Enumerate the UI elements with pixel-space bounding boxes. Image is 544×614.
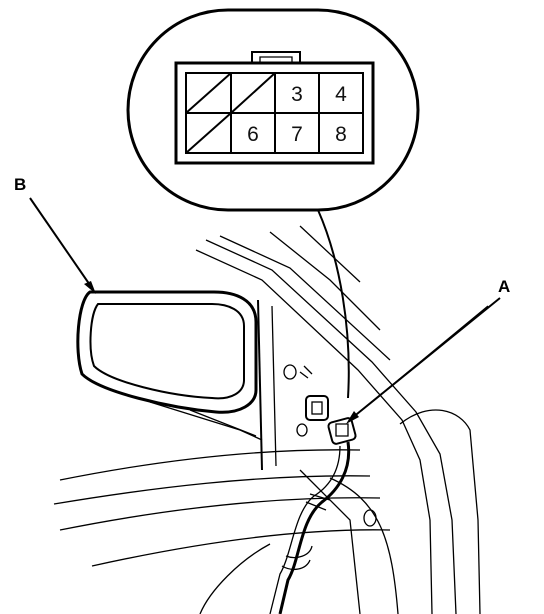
pin-8-label: 8 xyxy=(335,123,347,146)
empty-cavity-2 xyxy=(230,72,276,114)
pin-7-label: 7 xyxy=(291,123,303,146)
callout-b-arrow xyxy=(29,197,96,294)
callout-a-arrow xyxy=(346,297,501,424)
mirror-assembly xyxy=(76,290,263,441)
door-connector-a xyxy=(305,395,357,445)
empty-cavity-1 xyxy=(185,72,232,114)
door-frame xyxy=(53,225,481,614)
pin-3-label: 3 xyxy=(291,83,303,106)
connector-face: 3 4 6 7 8 xyxy=(174,51,375,165)
empty-cavity-5 xyxy=(185,112,232,154)
pin-4-label: 4 xyxy=(335,83,347,106)
callout-a-label: A xyxy=(498,277,510,296)
connector-detail-bubble xyxy=(126,8,420,212)
callout-b-label: B xyxy=(14,175,26,194)
pin-6-label: 6 xyxy=(247,123,259,146)
wire-harness xyxy=(278,441,351,614)
bubble-leader-line xyxy=(317,209,350,399)
